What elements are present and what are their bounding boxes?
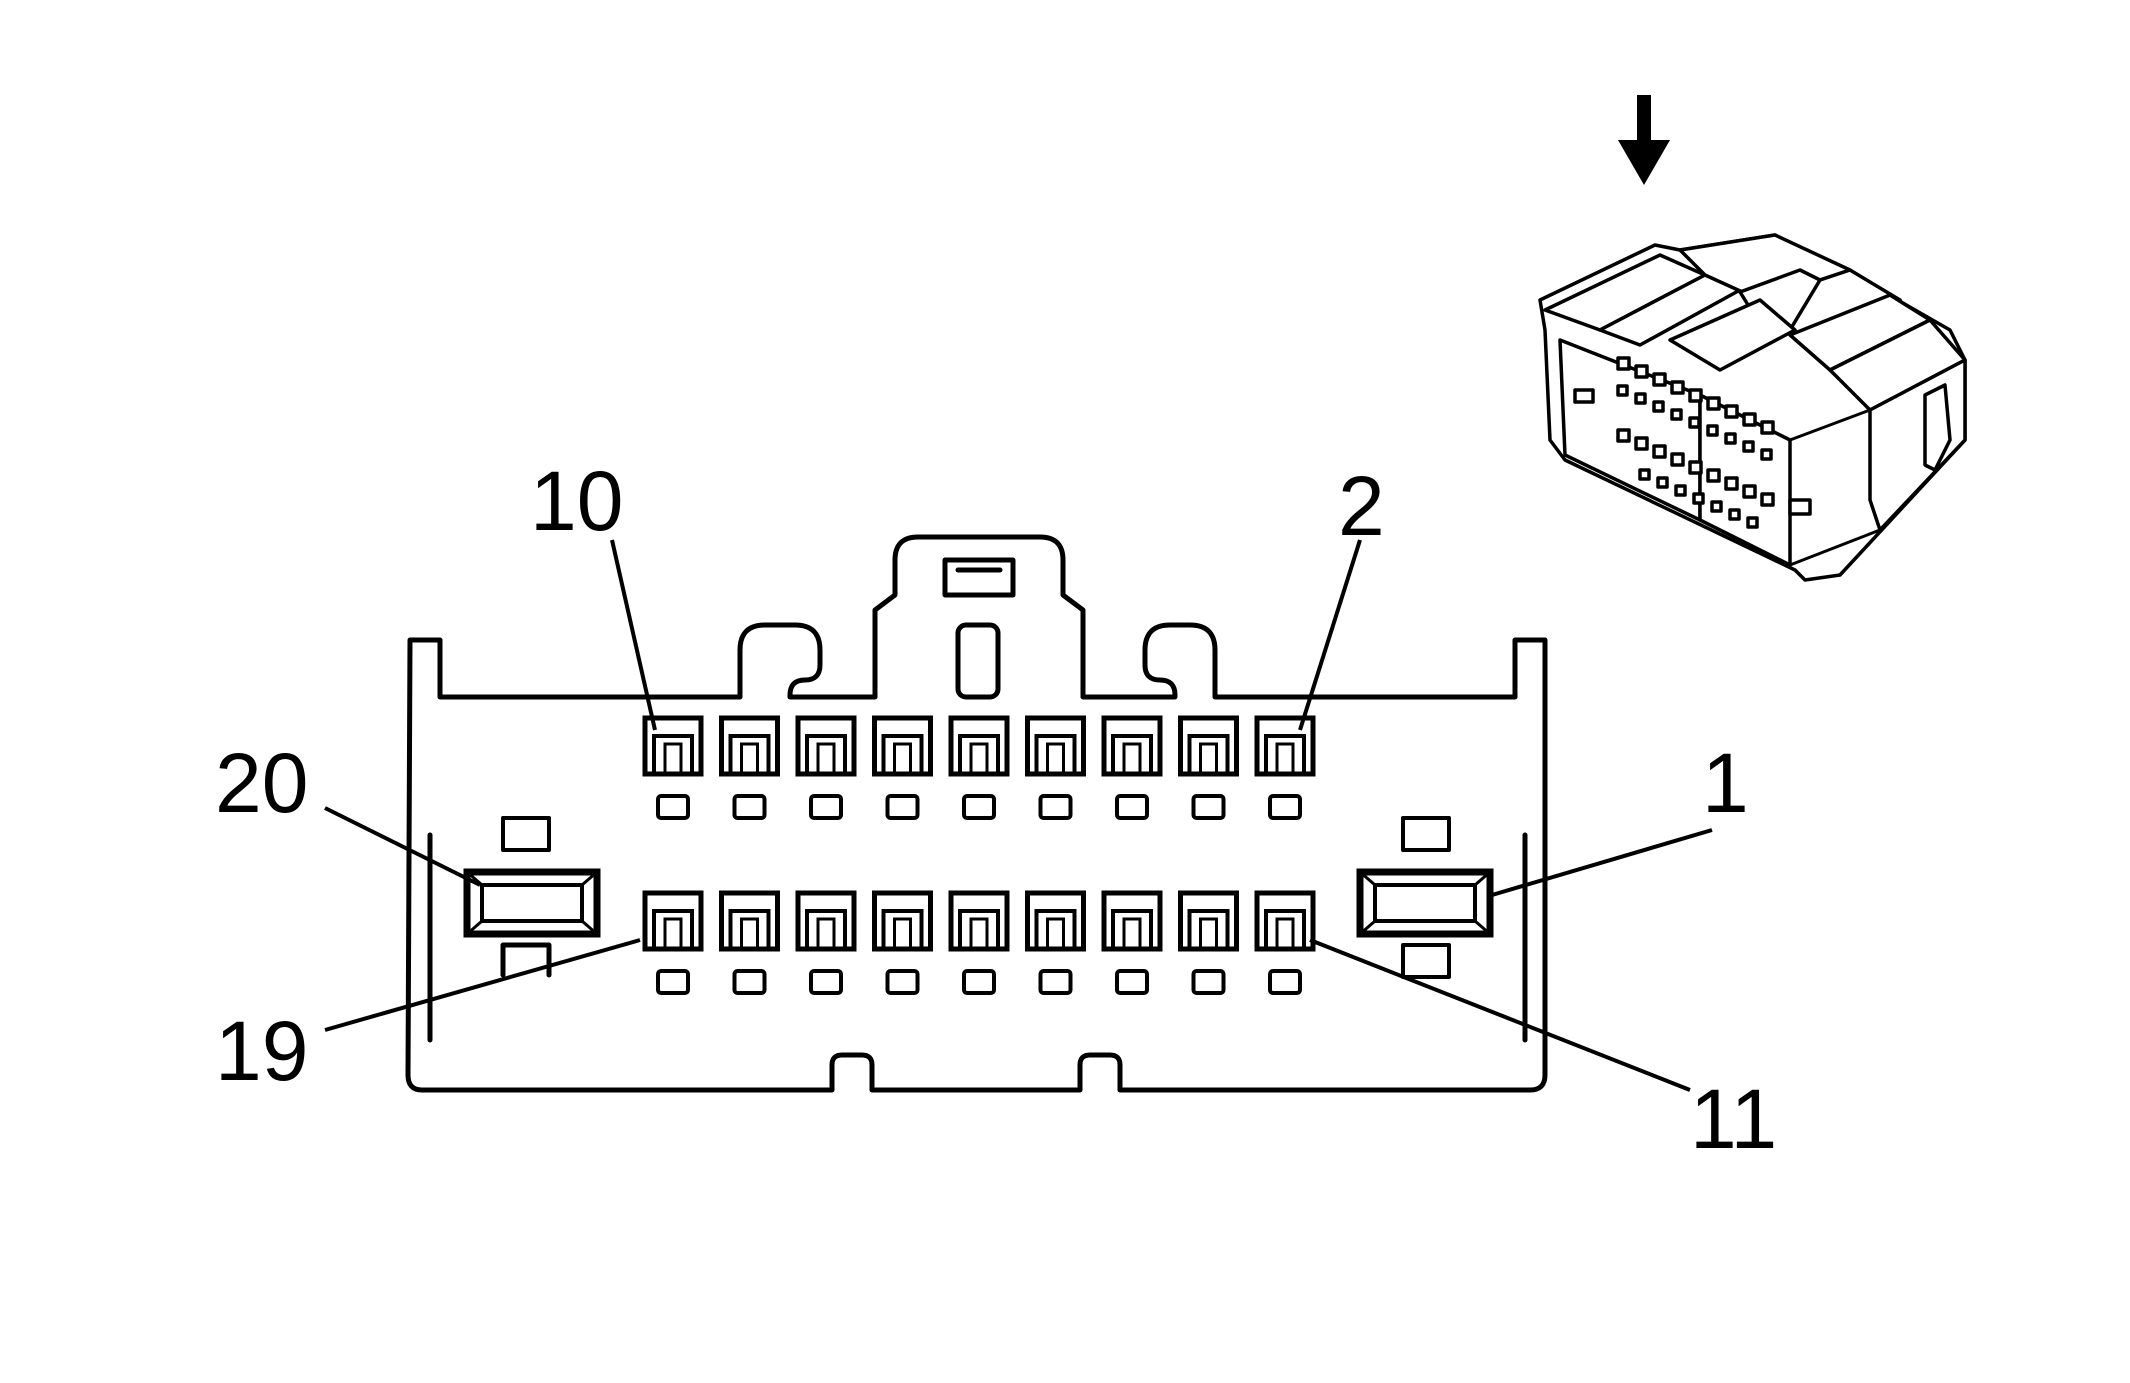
leader-pin-11 xyxy=(1309,938,1691,1092)
top-pin-row xyxy=(642,715,1316,820)
bottom-row-pin-cavity xyxy=(1025,890,1086,995)
top-row-pin-cavity xyxy=(1254,715,1316,820)
top-row-pin-cavity xyxy=(872,715,933,820)
bottom-row-pin-cavity xyxy=(948,890,1010,995)
iso-mid-pin-row xyxy=(1616,384,1773,461)
bottom-pin-row xyxy=(642,890,1316,995)
pin-label-2: 2 xyxy=(1338,459,1385,553)
top-row-pin-cavity xyxy=(1025,715,1086,820)
bottom-row-pin-cavity xyxy=(872,890,933,995)
leader-pin-1 xyxy=(1491,828,1713,897)
leader-pin-10 xyxy=(610,539,657,731)
leader-pin-19 xyxy=(324,938,641,1032)
leader-pin-2 xyxy=(1298,539,1362,731)
leader-pin-20 xyxy=(324,806,481,887)
top-row-pin-cavity xyxy=(642,715,704,820)
top-row-pin-cavity xyxy=(719,715,780,820)
bottom-row-pin-cavity xyxy=(719,890,780,995)
iso-lower-pin-row xyxy=(1638,468,1759,529)
connector-isometric-icon xyxy=(1538,233,1967,582)
pin-label-11: 11 xyxy=(1690,1072,1777,1166)
top-row-pin-cavity xyxy=(948,715,1010,820)
pin-label-19: 19 xyxy=(215,1004,308,1098)
bottom-row-pin-cavity xyxy=(1101,890,1163,995)
pin-1-terminal xyxy=(1356,816,1494,979)
lock-latch xyxy=(942,557,1016,700)
pin-label-1: 1 xyxy=(1702,736,1749,830)
top-row-pin-cavity xyxy=(1178,715,1239,820)
pin-label-10: 10 xyxy=(530,454,623,548)
iso-bottom-pin-row xyxy=(1616,428,1775,507)
down-arrow-icon xyxy=(1618,95,1670,185)
top-row-pin-cavity xyxy=(1101,715,1163,820)
pin-label-20: 20 xyxy=(215,736,308,830)
top-row-pin-cavity xyxy=(795,715,857,820)
bottom-row-pin-cavity xyxy=(642,890,704,995)
pin-20-terminal xyxy=(463,816,601,978)
bottom-row-pin-cavity xyxy=(1254,890,1316,995)
bottom-row-pin-cavity xyxy=(1178,890,1239,995)
iso-top-pin-row xyxy=(1616,356,1775,435)
connector-housing-outline xyxy=(405,534,1548,1093)
bottom-row-pin-cavity xyxy=(795,890,857,995)
leader-lines xyxy=(324,539,1713,1092)
